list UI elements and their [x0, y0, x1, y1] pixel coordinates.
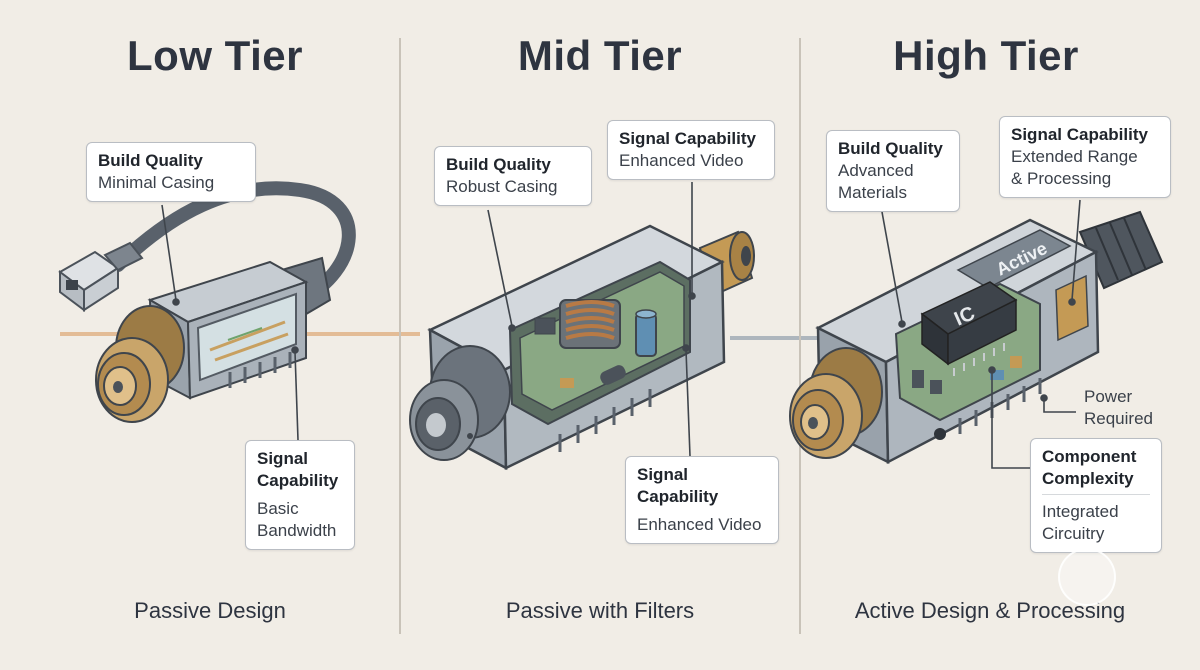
- callout-text-line2: Circuitry: [1042, 524, 1105, 543]
- callout-text-line1: Integrated: [1042, 502, 1119, 521]
- high-tier-active-panel: [956, 229, 1072, 289]
- callout-text-line2: Materials: [838, 183, 907, 202]
- low-tier-title: Low Tier: [127, 32, 303, 79]
- callout-text-line2: Bandwidth: [257, 521, 337, 540]
- high-tier-rear-boot-icon: [1078, 210, 1164, 290]
- low-tier-cable: [111, 181, 356, 307]
- callout-heading: Build Quality: [838, 139, 943, 158]
- high-tier-build-quality-callout: Build Quality Advanced Materials: [826, 130, 960, 212]
- high-tier-balun: Active IC: [789, 210, 1164, 465]
- ic-chip-icon: IC: [920, 281, 1018, 376]
- mid-tier-signal-capability-top-callout: Signal Capability Enhanced Video: [607, 120, 775, 180]
- note-line2: Required: [1084, 409, 1153, 428]
- callout-heading: Signal Capability: [619, 129, 756, 148]
- callout-text-line1: Basic: [257, 499, 299, 518]
- divider-left: [399, 38, 401, 634]
- low-tier-balun: [58, 181, 356, 423]
- low-tier-caption: Passive Design: [134, 598, 286, 623]
- note-line1: Power: [1084, 387, 1133, 406]
- mid-tier-signal-capability-bottom-callout: Signal Capability Enhanced Video: [625, 456, 779, 544]
- leader-lines: [161, 182, 1081, 469]
- mid-tier-title: Mid Tier: [517, 32, 683, 79]
- low-tier-bnc-connector-icon: [95, 305, 185, 423]
- high-tier-component-complexity-callout: Component Complexity Integrated Circuitr…: [1030, 438, 1162, 553]
- mid-tier-capacitor-icon: [635, 309, 657, 357]
- mid-tier-caption: Passive with Filters: [505, 598, 695, 623]
- callout-text: Robust Casing: [446, 177, 558, 196]
- divider-right: [799, 38, 801, 634]
- mid-tier-balun: [409, 224, 755, 471]
- callout-heading: Signal Capability: [1011, 125, 1148, 144]
- callout-text: Enhanced Video: [619, 151, 744, 170]
- callout-heading-line2: Capability: [257, 471, 339, 490]
- callout-text-line1: Extended Range: [1011, 147, 1138, 166]
- callout-text-line2: & Processing: [1011, 169, 1112, 188]
- callout-heading: Build Quality: [446, 155, 551, 174]
- callout-heading-line1: Signal: [637, 465, 689, 484]
- high-tier-caption: Active Design & Processing: [854, 598, 1126, 623]
- callout-heading-line1: Signal: [257, 449, 309, 468]
- mid-tier-build-quality-callout: Build Quality Robust Casing: [434, 146, 592, 206]
- high-tier-bnc-connector-icon: [789, 347, 883, 459]
- callout-heading: Build Quality: [98, 151, 203, 170]
- rj45-plug-icon: [58, 241, 144, 312]
- callout-heading-line2: Complexity: [1042, 469, 1134, 488]
- callout-text: Minimal Casing: [98, 173, 215, 192]
- mid-tier-inductor-coil-icon: [559, 299, 621, 349]
- low-tier-signal-capability-callout: Signal Capability Basic Bandwidth: [245, 440, 355, 550]
- watermark-badge: [1058, 548, 1116, 606]
- high-tier-power-note: Power Required: [1084, 386, 1153, 430]
- callout-text: Enhanced Video: [637, 515, 762, 534]
- low-tier-build-quality-callout: Build Quality Minimal Casing: [86, 142, 256, 202]
- power-jack-icon: [934, 428, 946, 440]
- mid-tier-bnc-connector-icon: [409, 345, 511, 461]
- high-tier-title: High Tier: [893, 32, 1079, 79]
- callout-heading-line1: Component: [1042, 447, 1137, 466]
- callout-text-line1: Advanced: [838, 161, 914, 180]
- callout-heading-line2: Capability: [637, 487, 719, 506]
- high-tier-signal-capability-callout: Signal Capability Extended Range & Proce…: [999, 116, 1171, 198]
